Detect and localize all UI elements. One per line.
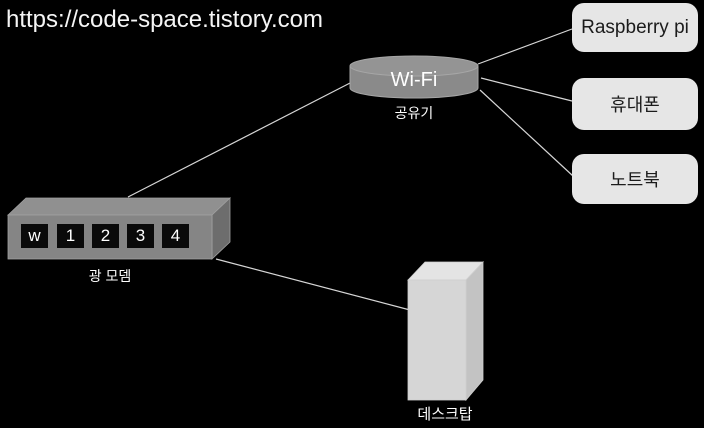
edge-router-raspberry <box>477 28 573 65</box>
modem-caption: 광 모뎀 <box>88 268 132 284</box>
device-label: 노트북 <box>610 170 660 190</box>
device-label: Raspberry pi <box>581 16 689 38</box>
router-caption: 공유기 <box>394 105 434 121</box>
port-label: 1 <box>65 226 76 245</box>
device-label: 휴대폰 <box>610 95 660 115</box>
router-label: Wi-Fi <box>390 69 438 91</box>
edge-router-laptop <box>479 89 574 177</box>
desktop-caption: 데스크탑 <box>417 406 473 423</box>
edge-router-phone <box>480 77 573 102</box>
router-cylinder-shape <box>349 55 479 99</box>
port-label: 2 <box>100 226 111 245</box>
modem-port-2: 2 <box>92 224 119 248</box>
port-label: 4 <box>170 226 181 245</box>
modem-port-1: 1 <box>57 224 84 248</box>
port-label: 3 <box>135 226 146 245</box>
port-label: w <box>28 226 41 245</box>
modem-port-3: 3 <box>127 224 154 248</box>
modem-port-w: w <box>21 224 48 248</box>
edge-modem-desktop <box>215 258 411 311</box>
device-box-phone: 휴대폰 <box>572 78 698 130</box>
modem-port-4: 4 <box>162 224 189 248</box>
edge-modem-router <box>127 81 353 198</box>
watermark-url: https://code-space.tistory.com <box>6 6 324 33</box>
desktop-3d-shape <box>407 260 484 402</box>
device-box-laptop: 노트북 <box>572 154 698 204</box>
device-box-raspberry-pi: Raspberry pi <box>572 3 698 52</box>
